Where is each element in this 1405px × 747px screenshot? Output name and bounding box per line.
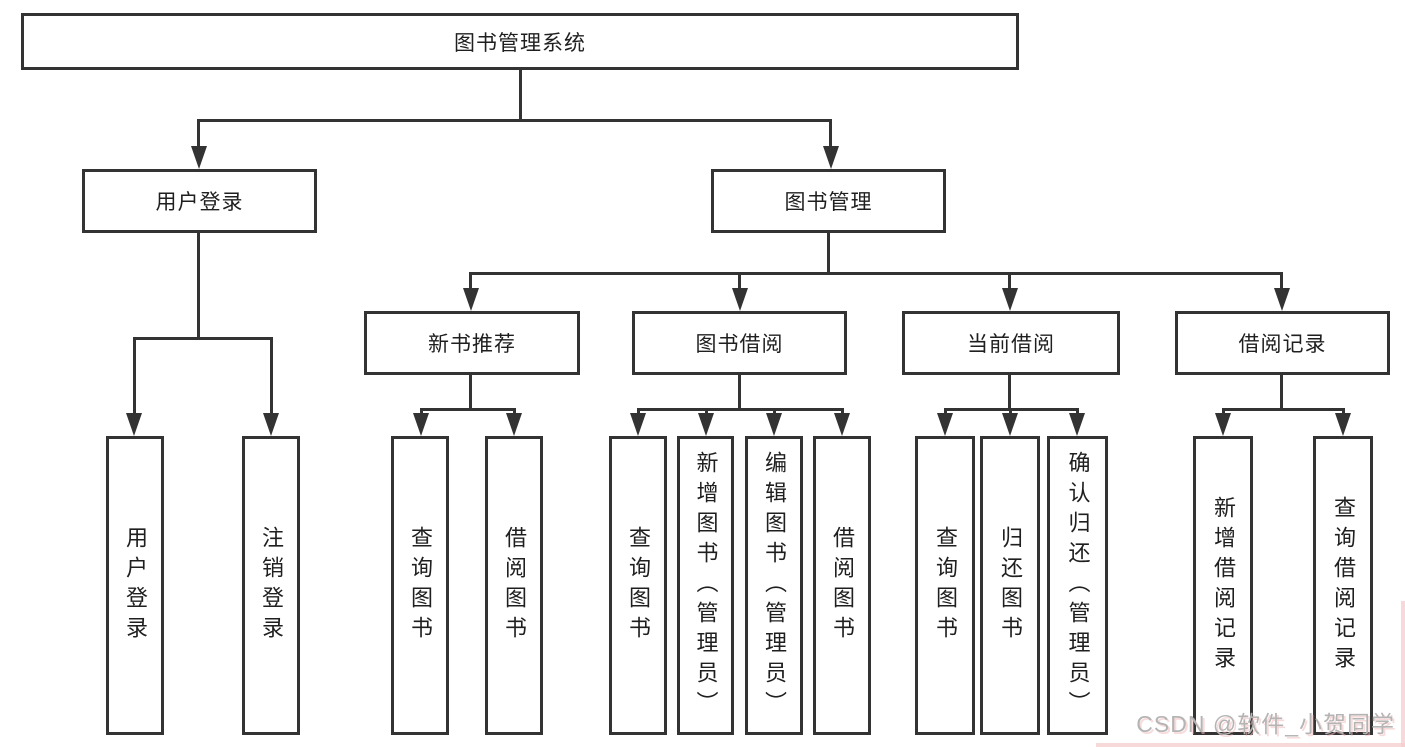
arrow-down-icon (463, 288, 479, 311)
leaf-add-book-admin: 新增图书（管理员） (677, 436, 734, 735)
node-book-management: 图书管理 (711, 169, 946, 233)
arrow-down-icon (126, 413, 142, 436)
connector-stub (841, 408, 844, 416)
arrow-down-icon (630, 413, 646, 436)
leaf-return-book: 归还图书 (980, 436, 1040, 735)
connector-rail-current-leaves (944, 408, 1078, 411)
connector-stub (705, 408, 708, 416)
connector-rail-records-leaves (1222, 408, 1344, 411)
arrow-down-icon (1215, 413, 1231, 436)
connector-rail-level3 (469, 272, 1283, 275)
connector-drop-borrow (738, 272, 741, 290)
connector-stub (1009, 408, 1012, 416)
connector-stub (420, 408, 423, 416)
arrow-down-icon (732, 288, 748, 311)
connector-drop-book-management (829, 119, 832, 150)
connector-rail-level2 (197, 119, 832, 122)
connector-trunk-records (1280, 374, 1283, 409)
leaf-borrow-book-recommend: 借阅图书 (485, 436, 543, 735)
arrow-down-icon (834, 413, 850, 436)
leaf-user-login: 用户登录 (106, 436, 164, 735)
connector-stub (944, 408, 947, 416)
arrow-down-icon (1002, 413, 1018, 436)
watermark: CSDN @软件_小贺同学 (1136, 711, 1395, 737)
leaf-query-borrow-record: 查询借阅记录 (1313, 436, 1373, 735)
leaf-borrow-book: 借阅图书 (813, 436, 871, 735)
connector-trunk-current (1008, 374, 1011, 409)
watermark-pink-strip (1401, 601, 1405, 747)
node-borrow-records: 借阅记录 (1175, 311, 1390, 375)
arrow-down-icon (413, 413, 429, 436)
node-new-book-recommend: 新书推荐 (364, 311, 580, 375)
arrow-down-icon (937, 413, 953, 436)
connector-trunk-user-login (197, 232, 200, 337)
leaf-logout: 注销登录 (242, 436, 300, 735)
connector-stub (637, 408, 640, 416)
arrow-down-icon (1335, 413, 1351, 436)
leaf-query-book-recommend: 查询图书 (391, 436, 449, 735)
connector-stub (1222, 408, 1225, 416)
arrow-down-icon (263, 413, 279, 436)
connector-drop-leaf (133, 337, 136, 415)
arrow-down-icon (766, 413, 782, 436)
leaf-query-book-borrow: 查询图书 (609, 436, 667, 735)
leaf-edit-book-admin: 编辑图书（管理员） (745, 436, 803, 735)
connector-drop-current (1008, 272, 1011, 290)
connector-trunk-root (519, 70, 522, 119)
connector-drop-user-login (197, 119, 200, 150)
arrow-down-icon (1002, 288, 1018, 311)
leaf-add-borrow-record: 新增借阅记录 (1193, 436, 1253, 735)
arrow-down-icon (823, 146, 839, 169)
connector-stub (513, 408, 516, 416)
connector-drop-records (1280, 272, 1283, 290)
connector-stub (1076, 408, 1079, 416)
connector-drop-recommend (469, 272, 472, 290)
connector-trunk-recommend (469, 374, 472, 409)
arrow-down-icon (191, 146, 207, 169)
connector-rail-borrow-leaves (637, 408, 843, 411)
arrow-down-icon (1069, 413, 1085, 436)
arrow-down-icon (506, 413, 522, 436)
connector-rail-recommend-leaves (420, 408, 515, 411)
node-book-borrow: 图书借阅 (632, 311, 847, 375)
connector-rail-login-leaves (133, 337, 273, 340)
connector-trunk-book-management (827, 232, 830, 274)
arrow-down-icon (1274, 288, 1290, 311)
leaf-confirm-return-admin: 确认归还（管理员） (1047, 436, 1108, 735)
connector-trunk-borrow (738, 374, 741, 409)
leaf-query-book-current: 查询图书 (915, 436, 975, 735)
connector-drop-leaf (270, 337, 273, 415)
watermark-pink-strip (1096, 743, 1405, 747)
connector-stub (773, 408, 776, 416)
connector-stub (1342, 408, 1345, 416)
arrow-down-icon (698, 413, 714, 436)
node-library-system: 图书管理系统 (21, 13, 1019, 70)
node-user-login: 用户登录 (82, 169, 317, 233)
node-current-borrow: 当前借阅 (902, 311, 1120, 375)
